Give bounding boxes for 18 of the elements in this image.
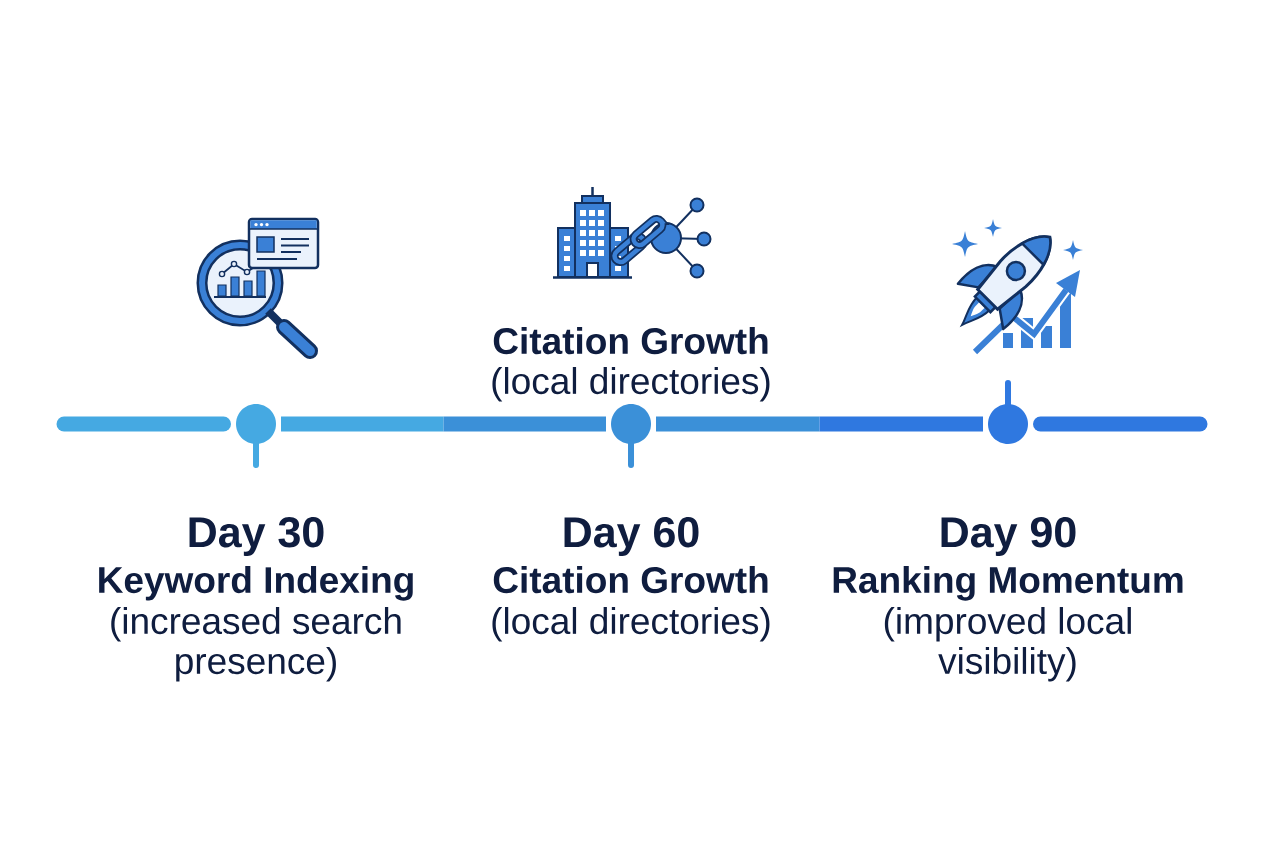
caption-text: (local directories) [492, 367, 770, 402]
milestone-title: Citation Growth [493, 566, 768, 594]
timeline-segment [656, 416, 983, 432]
day-label: Day 30 [189, 517, 324, 556]
milestone-pin [611, 404, 651, 468]
timeline-segment [56, 416, 231, 432]
milestone-title: Ranking Momentum [833, 566, 1183, 601]
milestone-description: (improved local visibility) [884, 607, 1131, 682]
timeline-segment [281, 416, 606, 432]
caption-title: Citation Growth [493, 327, 768, 355]
milestone-pin [988, 380, 1028, 444]
timeline-segment [1033, 416, 1208, 432]
milestone-pin [236, 404, 276, 468]
milestone-title: Keyword Indexing [99, 566, 413, 601]
day-label: Day 60 [564, 517, 699, 556]
milestone-description: (local directories) [492, 607, 770, 642]
day-label: Day 90 [941, 517, 1076, 556]
milestone-description: (increased search presence) [111, 607, 401, 682]
